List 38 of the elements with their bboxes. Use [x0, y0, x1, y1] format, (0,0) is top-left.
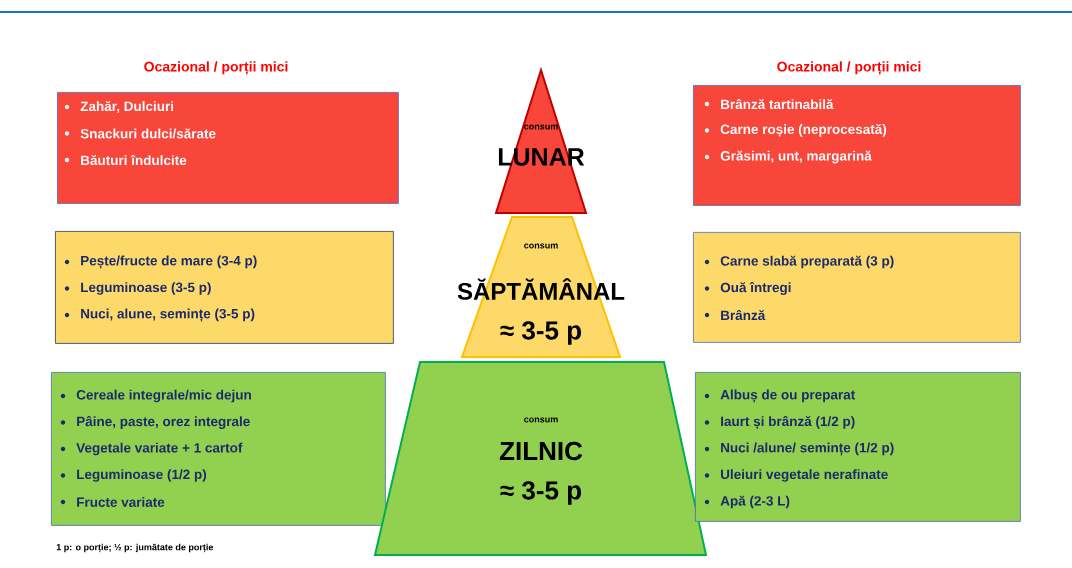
list-item: Leguminoase (1/2 p)	[60, 469, 207, 482]
list-item: Leguminoase (3-5 p)	[64, 282, 211, 295]
list-item: Ouă întregi	[704, 282, 791, 295]
list-item: Iaurt și brânză (1/2 p)	[704, 415, 855, 430]
food-box	[693, 61, 1021, 206]
pyramid-tier	[457, 216, 625, 358]
list-item: Snackuri dulci/sărate	[64, 128, 216, 139]
list-item: Pâine, paste, orez integrale	[60, 416, 250, 429]
list-item: Nuci, alune, semințe (3-5 p)	[64, 308, 255, 322]
tier-caption: consum	[524, 124, 558, 130]
footnote: 1 p: o porție; ½ p: jumătate de porție	[56, 543, 214, 553]
list-item: Grăsimi, unt, margarină	[704, 150, 872, 164]
list-item: Albuș de ou preparat	[704, 389, 856, 403]
list-item: Carne roșie (neprocesată)	[704, 123, 887, 137]
serving-count: ≈ 3-5 p	[500, 321, 581, 345]
list-item: Brânză	[704, 309, 766, 321]
list-item: Băuturi îndulcite	[64, 154, 187, 166]
list-item: Uleiuri vegetale nerafinate	[704, 469, 888, 482]
list-item: Carne slabă preparată (3 p)	[704, 255, 894, 269]
tier-title: ZILNIC	[499, 441, 583, 461]
heading: Ocazional / porții mici	[777, 61, 921, 75]
list-item: Apă (2-3 L)	[704, 495, 790, 509]
food-box	[693, 232, 1021, 343]
serving-count: ≈ 3-5 p	[500, 481, 581, 505]
list-item: Brânză tartinabilă	[704, 98, 834, 110]
tier-caption: consum	[524, 243, 558, 249]
food-box	[55, 231, 394, 344]
food-box	[57, 61, 399, 204]
list-item: Cereale integrale/mic dejun	[60, 389, 251, 403]
food-box	[695, 372, 1021, 522]
heading: Ocazional / porții mici	[144, 61, 288, 75]
list-item: Nuci /alune/ semințe (1/2 p)	[704, 442, 894, 456]
list-item: Vegetale variate + 1 cartof	[60, 442, 243, 456]
food-box	[51, 372, 386, 526]
list-item: Zahăr, Dulciuri	[64, 101, 173, 113]
list-item: Fructe variate	[60, 497, 165, 507]
list-item: Pește/fructe de mare (3-4 p)	[64, 255, 257, 269]
tier-caption: consum	[524, 417, 558, 423]
